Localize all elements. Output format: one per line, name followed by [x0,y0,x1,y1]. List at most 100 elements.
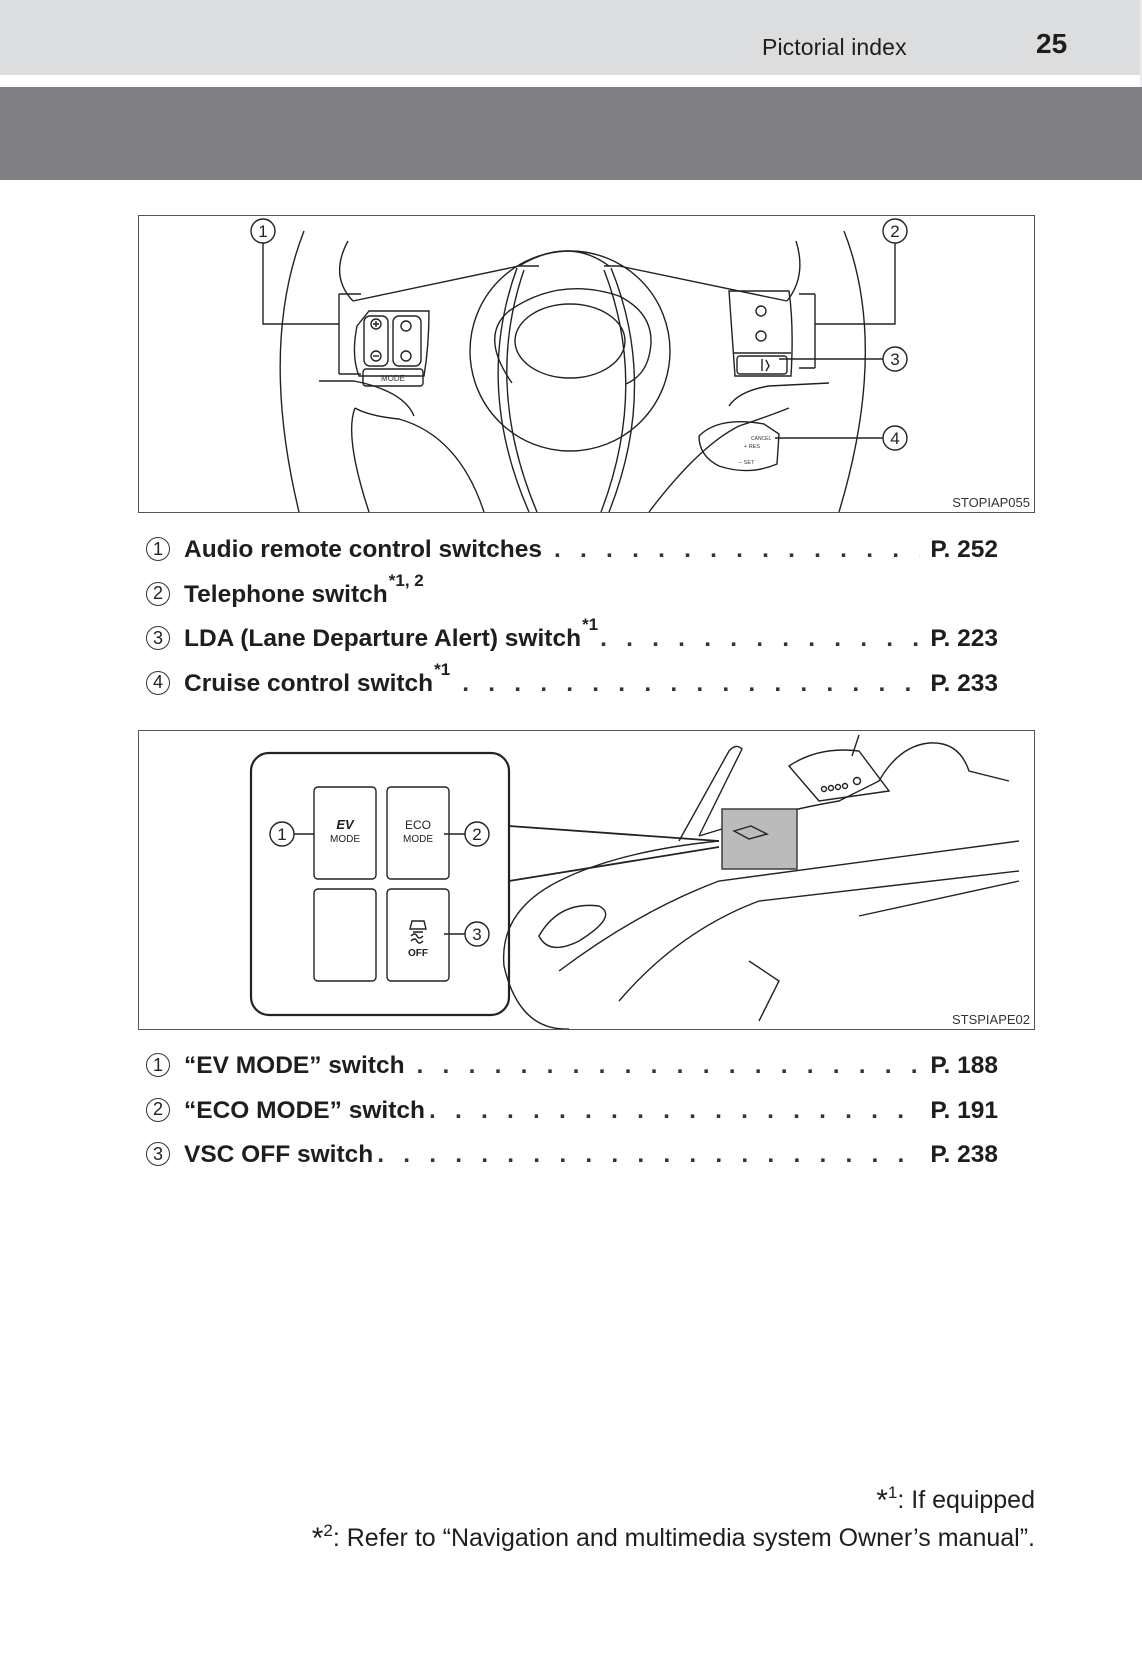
footnote-1: *1: If equipped [312,1482,1035,1520]
highlighted-switch-cluster [732,825,769,840]
console-side-edge [558,840,1020,972]
eco-mode-bottom-label: MODE [403,834,433,845]
cup-holder [538,904,607,949]
wheel-rim-left-inner-top [338,240,354,302]
seek-rocker[interactable] [392,315,422,367]
item-number: 2 [146,1097,170,1122]
page-reference[interactable]: P. 233 [930,669,998,697]
page-reference[interactable]: P. 188 [930,1052,998,1079]
audio-switch-panel[interactable] [353,310,430,377]
eco-mode-top-label: ECO [405,818,431,832]
volume-plus-glyph [373,321,379,327]
item-number: 2 [146,581,170,606]
vsc-car-icon [409,920,427,933]
cruise-res-label: + RES [744,444,760,450]
figure-code: STOPIAP055 [952,495,1030,510]
section-tab-band [0,87,1142,180]
console-top-edge [502,840,720,967]
leader-dots: . . . . . . . . . . . . . . . . . . . . … [554,536,920,563]
console-lower-edge [618,870,1020,1002]
page-reference[interactable]: P. 238 [930,1141,998,1168]
item-label: VSC OFF switch [184,1141,374,1168]
page-reference[interactable]: P. 191 [930,1096,998,1124]
cruise-set-label: − SET [739,460,755,466]
leader-dots: . . . . . . . . . . . . . . . . . . . . … [416,1052,921,1079]
hub-left-inner [506,269,538,512]
vsc-skid-lines-icon [410,933,424,944]
footnote-number: 1 [887,1483,898,1502]
footnote-2: *2: Refer to “Navigation and multimedia … [312,1520,1035,1558]
parking-brake-lever [678,745,743,842]
lda-button[interactable] [736,355,788,375]
cruise-control-lever[interactable] [698,421,780,472]
footnote-text: : Refer to “Navigation and multimedia sy… [332,1524,1035,1552]
left-spoke-bottom-inner [350,407,370,512]
console-switch-list: 1 “EV MODE” switch . . . . . . . . . . .… [146,1052,998,1186]
footnote-number: 2 [323,1521,333,1540]
item-label: Audio remote control switches [184,536,543,563]
item-label: Telephone switch [184,580,388,608]
right-spoke-lower [728,382,830,407]
list-item: 1 Audio remote control switches . . . . … [146,536,998,581]
hub-left-outer [497,267,530,512]
leader-dots: . . . . . . . . . . . . . . . . . . . . … [377,1141,920,1168]
volume-rocker[interactable] [363,315,389,367]
footnotes: *1: If equipped *2: Refer to “Navigation… [312,1482,1035,1558]
page-reference[interactable]: P. 223 [930,625,998,652]
volume-up-icon [370,318,382,330]
list-item: 1 “EV MODE” switch . . . . . . . . . . .… [146,1052,998,1097]
list-item: 2 “ECO MODE” switch . . . . . . . . . . … [146,1097,998,1142]
callout-2-label: 2 [472,825,481,844]
seek-up-icon [400,320,412,332]
ev-mode-bottom-label: MODE [330,834,360,845]
list-item: 3 VSC OFF switch . . . . . . . . . . . .… [146,1141,998,1186]
center-console-figure: EV MODE ECO MODE OFF 1 2 3 STSPI [138,730,1035,1030]
header-band [0,0,1142,75]
item-label: LDA (Lane Departure Alert) switch [184,625,582,652]
item-number: 3 [146,1142,170,1166]
callout-1-label: 1 [277,825,286,844]
list-item: 2 Telephone switch *1, 2 [146,571,998,626]
footnote-marker: *1 [582,615,599,634]
cruise-cancel-label: CANCEL [751,436,772,442]
footnote-mark: * [311,1522,324,1555]
callout-2-label: 2 [890,222,899,241]
figure-code: STSPIAPE02 [951,1012,1030,1027]
ev-mode-switch[interactable] [313,786,377,880]
mode-button-label: MODE [381,374,405,383]
phone-answer-icon [755,305,767,317]
item-number: 4 [146,670,170,695]
volume-down-icon [370,350,382,362]
item-label: Cruise control switch [184,669,434,697]
item-label: “ECO MODE” switch [184,1096,425,1124]
steering-wheel-illustration: MODE 1 2 3 CANCEL + RES − SET 4 [250,218,908,512]
steering-switch-list: 1 Audio remote control switches . . . . … [146,536,998,714]
footnote-mark: * [876,1484,888,1517]
center-console-illustration: EV MODE ECO MODE OFF 1 2 3 [249,734,1020,1029]
item-number: 3 [146,626,170,650]
leader-dots: . . . . . . . . . . . . . . . . . . . . … [600,625,920,652]
seek-down-icon [400,350,412,362]
console-front [503,965,569,1029]
hub-right-outer [608,267,636,512]
hub-right-inner [600,269,627,512]
page-number: 25 [1036,28,1068,59]
footnote-marker: *1, 2 [388,570,424,590]
steering-wheel-figure: MODE 1 2 3 CANCEL + RES − SET 4 STOPIAP0… [138,215,1035,513]
vsc-off-switch[interactable] [386,888,450,982]
page-reference[interactable]: P. 252 [930,536,998,563]
eco-mode-switch[interactable] [386,786,450,880]
callout-3-label: 3 [890,350,899,369]
floor-line [858,880,1020,917]
mode-button[interactable] [362,368,424,387]
callout-2-leader [799,243,896,369]
emblem [514,303,626,379]
phone-hangup-icon [755,330,767,342]
item-number: 1 [146,537,170,561]
footnote-marker: *1 [434,659,451,679]
telephone-switch-panel[interactable] [728,290,793,377]
switch-location-highlight [721,808,798,870]
shift-indicator-dot [820,785,828,793]
inset-pointer-lines [508,825,720,882]
list-item: 4 Cruise control switch *1 . . . . . . .… [146,660,998,715]
